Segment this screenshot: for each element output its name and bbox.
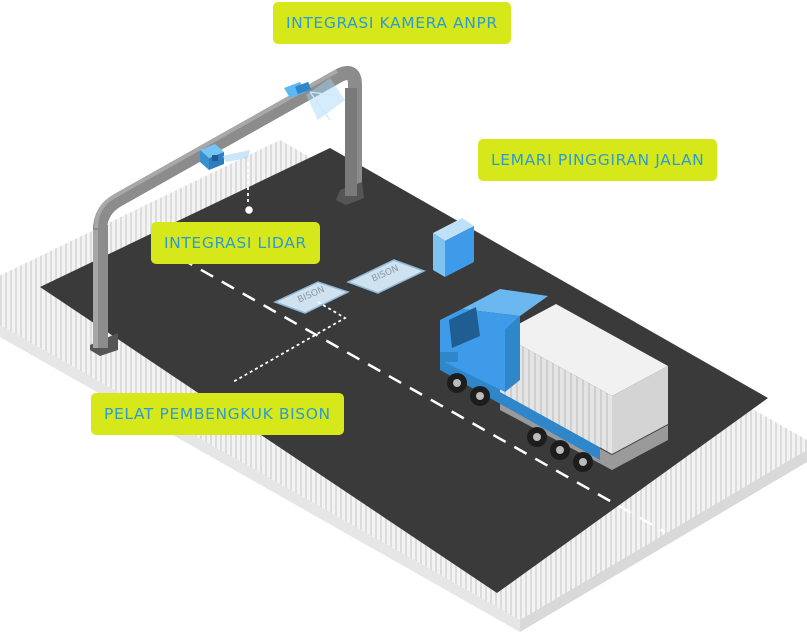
label-anpr-camera: INTEGRASI KAMERA ANPR bbox=[273, 2, 511, 44]
label-lidar: INTEGRASI LIDAR bbox=[151, 222, 320, 264]
roadside-cabinet-icon bbox=[433, 218, 474, 277]
truck-icon bbox=[440, 289, 668, 472]
lidar-sensor-icon bbox=[200, 144, 255, 216]
bison-plates: BISON BISON bbox=[232, 259, 426, 383]
label-roadside-cabinet: LEMARI PINGGIRAN JALAN bbox=[478, 139, 718, 181]
anpr-camera-icon bbox=[284, 78, 345, 121]
gantry bbox=[90, 66, 364, 356]
label-bison-plate: PELAT PEMBENGKUK BISON bbox=[91, 393, 344, 435]
lane-center-line bbox=[179, 256, 666, 534]
